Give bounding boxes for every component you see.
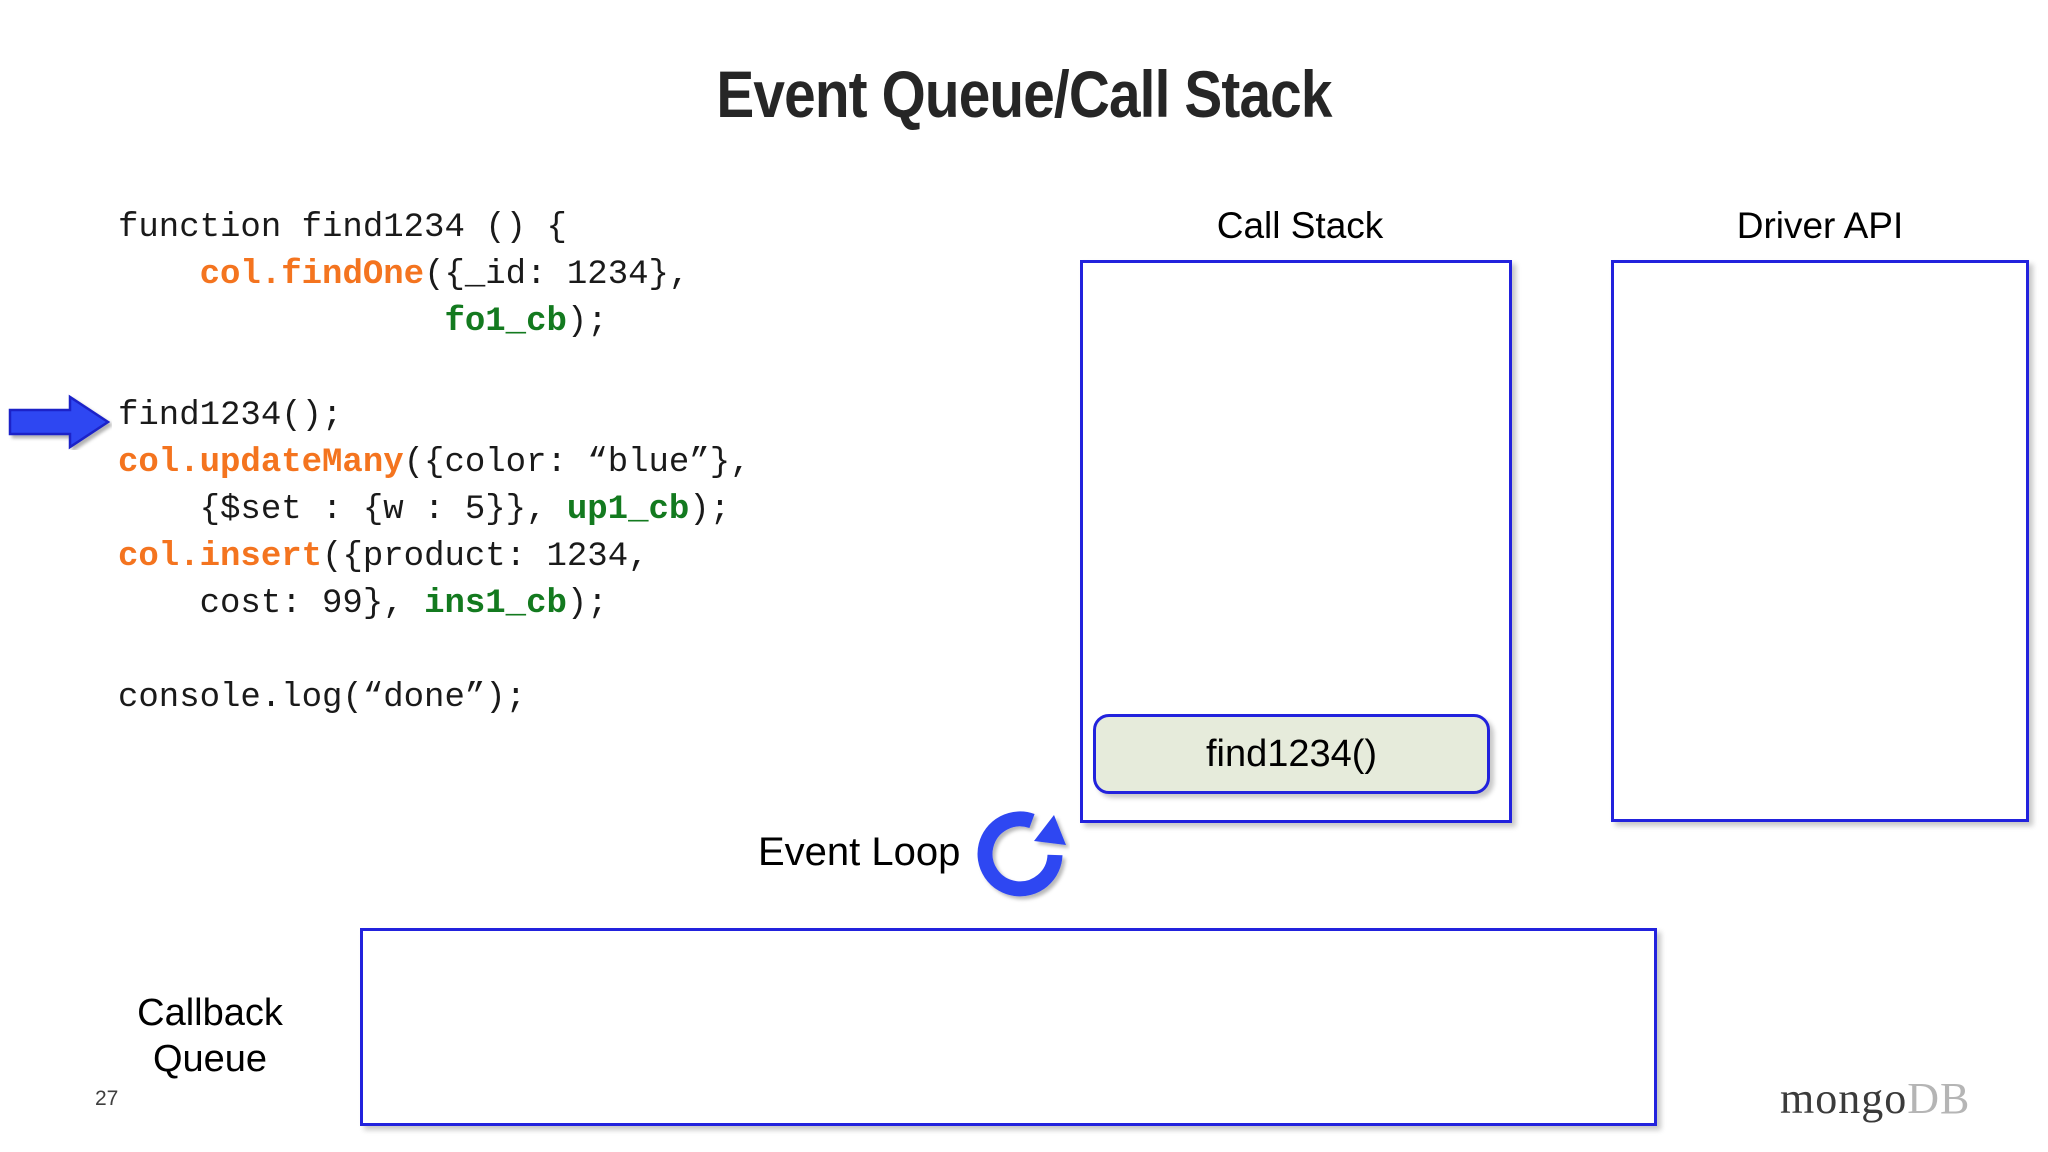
code-segment: col.updateMany	[118, 444, 404, 482]
stack-frame-label: find1234()	[1205, 732, 1378, 775]
code-line	[118, 346, 751, 393]
code-segment: up1_cb	[566, 491, 690, 529]
code-segment: col.findOne	[199, 256, 425, 294]
code-segment	[118, 256, 200, 294]
stack-frame-find1234[interactable]: find1234()	[1093, 714, 1490, 794]
code-segment: find1234();	[118, 397, 343, 435]
code-line	[118, 628, 751, 675]
logo-primary-text: mongo	[1780, 1074, 1908, 1123]
code-segment: );	[689, 491, 731, 529]
code-segment: col.insert	[118, 538, 323, 576]
code-line: find1234();	[118, 393, 751, 440]
code-line: cost: 99}, ins1_cb);	[118, 581, 751, 628]
code-segment: console.log(“done”);	[118, 679, 527, 717]
code-line: fo1_cb);	[118, 299, 751, 346]
code-line: col.findOne({_id: 1234},	[118, 252, 751, 299]
page-number: 27	[95, 1087, 119, 1110]
logo-secondary-text: DB	[1907, 1074, 1971, 1123]
code-segment: ({color: “blue”},	[403, 444, 751, 482]
call-stack-label: Call Stack	[1216, 205, 1384, 246]
code-line: console.log(“done”);	[118, 675, 751, 722]
driver-api-panel	[1611, 260, 2029, 822]
code-segment: fo1_cb	[444, 303, 567, 341]
code-segment: ins1_cb	[424, 585, 567, 623]
driver-api-label: Driver API	[1736, 205, 1904, 246]
event-loop-label: Event Loop	[758, 830, 961, 874]
code-segment: );	[566, 303, 608, 341]
circular-arrow-icon	[970, 805, 1070, 905]
callback-queue-label: Callback Queue	[95, 990, 325, 1082]
code-line: col.updateMany({color: “blue”},	[118, 440, 751, 487]
code-segment: cost: 99},	[118, 585, 425, 623]
code-listing: function find1234 () { col.findOne({_id:…	[118, 205, 751, 722]
code-segment: );	[566, 585, 608, 623]
code-segment	[118, 303, 444, 341]
callback-queue-panel	[360, 928, 1657, 1126]
code-segment: {$set : {w : 5}},	[118, 491, 567, 529]
code-line: function find1234 () {	[118, 205, 751, 252]
mongodb-logo: mongoDB	[1780, 1073, 1970, 1124]
right-arrow-icon	[8, 394, 112, 450]
code-line: {$set : {w : 5}}, up1_cb);	[118, 487, 751, 534]
code-segment: ({_id: 1234},	[424, 256, 690, 294]
callback-queue-label-line1: Callback	[137, 992, 283, 1034]
code-segment: function find1234 () {	[118, 209, 567, 247]
code-line: col.insert({product: 1234,	[118, 534, 751, 581]
callback-queue-label-line2: Queue	[152, 1038, 268, 1080]
code-segment: ({product: 1234,	[322, 538, 649, 576]
page-title: Event Queue/Call Stack	[716, 57, 1332, 131]
